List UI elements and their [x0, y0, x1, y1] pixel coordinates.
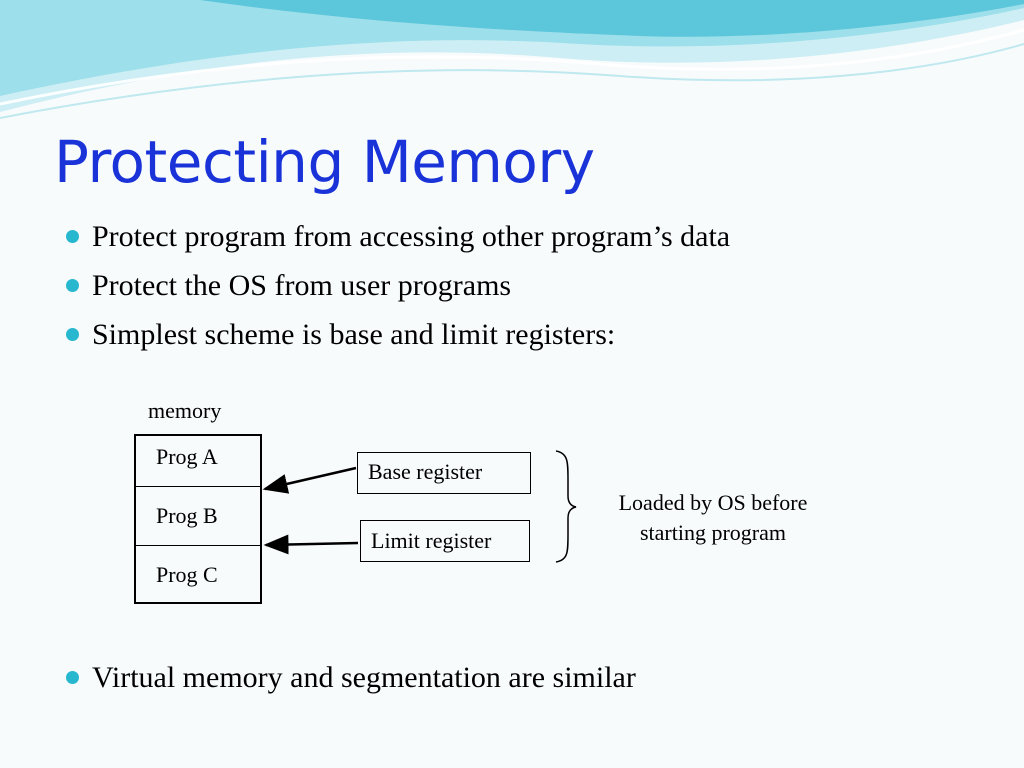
limit-arrow — [263, 534, 359, 555]
loaded-note-line-1: Loaded by OS before — [618, 490, 808, 515]
memory-cell-prog-b: Prog B — [136, 486, 260, 529]
page-title: Protecting Memory — [54, 128, 595, 196]
loaded-by-os-note: Loaded by OS before starting program — [588, 488, 838, 548]
bullet-dot-icon — [66, 328, 79, 341]
base-arrow — [262, 466, 357, 494]
limit-register-box: Limit register — [360, 520, 530, 562]
memory-cell-prog-a: Prog A — [156, 444, 218, 469]
memory-cell-prog-c: Prog C — [136, 545, 260, 588]
base-register-box: Base register — [357, 452, 531, 494]
bullet-dot-icon — [66, 230, 79, 243]
bullet-dot-icon — [66, 279, 79, 292]
brace-icon — [555, 450, 577, 563]
bullet-item: Simplest scheme is base and limit regist… — [92, 318, 616, 351]
loaded-note-line-2: starting program — [639, 520, 787, 545]
bullet-item: Virtual memory and segmentation are simi… — [92, 661, 636, 694]
memory-label: memory — [148, 398, 222, 423]
bullet-item: Protect program from accessing other pro… — [92, 220, 731, 253]
header-wave-decoration — [0, 0, 1024, 119]
memory-box: Prog A Prog B Prog C — [134, 434, 262, 604]
bullet-item: Protect the OS from user programs — [92, 269, 512, 302]
bullet-dot-icon — [66, 671, 79, 684]
